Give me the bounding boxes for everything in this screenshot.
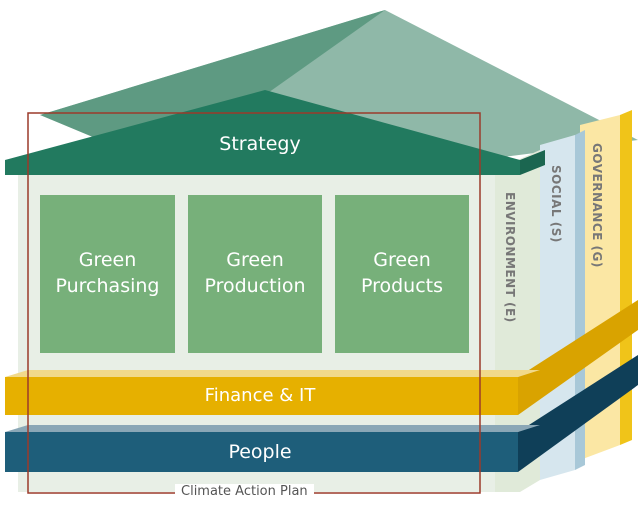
finance-label: Finance & IT xyxy=(204,385,316,406)
pillar-green-purchasing: Green Purchasing xyxy=(40,195,175,353)
pillar-label: Green Production xyxy=(204,249,306,297)
strategy-label: Strategy xyxy=(219,133,301,155)
pillar-green-production: Green Production xyxy=(188,195,322,353)
social-column xyxy=(540,135,575,480)
people-band xyxy=(5,432,518,472)
roof-front xyxy=(5,90,520,175)
pillar-label: Green Products xyxy=(360,249,444,297)
pillar-label: Green Purchasing xyxy=(55,249,160,297)
governance-label: GOVERNANCE (G) xyxy=(590,143,604,268)
pillar-green-products: Green Products xyxy=(335,195,469,353)
roof-back-left xyxy=(40,10,385,140)
finance-band xyxy=(5,377,518,415)
people-label: People xyxy=(228,441,292,463)
climate-action-plan-caption: Climate Action Plan xyxy=(175,484,314,499)
environment-label: ENVIRONMENT (E) xyxy=(503,192,517,323)
social-label: SOCIAL (S) xyxy=(549,165,563,243)
